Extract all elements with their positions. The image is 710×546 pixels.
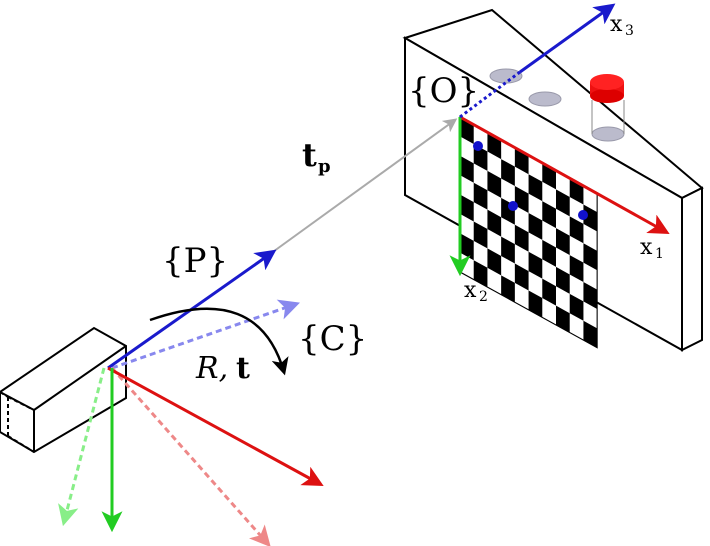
x2-axis-label-main: x [464, 278, 477, 303]
checkerboard-square [473, 260, 488, 288]
checkerboard-square [555, 305, 570, 333]
checkerboard-square [542, 201, 556, 229]
frame-p-label: {P} [162, 241, 228, 281]
calibration-dot [473, 141, 483, 151]
target-box-side [681, 186, 703, 352]
checkerboard-square [528, 212, 543, 240]
checkerboard-square [487, 209, 502, 237]
x2-axis-label-sub: 2 [479, 289, 488, 305]
frame-o-label: {O} [408, 71, 479, 111]
checkerboard-square [583, 243, 598, 271]
rotation-label: R, [195, 351, 228, 386]
checkerboard-square [569, 293, 584, 321]
camera-box [0, 326, 127, 454]
camera-y-axis-arrow [58, 367, 106, 527]
red-marker-button [590, 74, 624, 103]
checkerboard-square [528, 251, 543, 279]
checkerboard-square [501, 159, 515, 187]
checkerboard-square [555, 266, 570, 294]
projector-x-axis-arrow [107, 366, 324, 487]
translation-vector-arrow [269, 118, 458, 255]
checkerboard-square [514, 263, 529, 291]
checkerboard-square [583, 282, 598, 309]
checkerboard-square [528, 174, 543, 202]
x1-axis-arrow [459, 115, 670, 235]
rotation-arc-arrow [149, 307, 289, 376]
checkerboard-square [473, 182, 488, 210]
checkerboard-square [460, 233, 474, 261]
checkerboard-square [528, 290, 543, 318]
checkerboard-square [501, 275, 515, 303]
x3-axis-label-sub: 3 [625, 23, 634, 39]
checkerboard-square [542, 239, 556, 267]
camera-x-axis-arrow [110, 367, 271, 546]
checkerboard-square [555, 228, 570, 256]
x1-axis-label-main: x [640, 235, 653, 260]
marker-disc [591, 126, 625, 142]
checkerboard-square [487, 248, 502, 276]
checkerboard-square [583, 204, 598, 232]
checkerboard-square [487, 170, 502, 198]
frame-c-label: {C} [298, 319, 367, 359]
camera-z-axis-arrow [111, 299, 300, 370]
checkerboard-square [501, 236, 515, 264]
checkerboard-square [514, 186, 529, 213]
checkerboard-square [460, 155, 474, 183]
checkerboard-square [569, 255, 584, 283]
checkerboard-square [555, 189, 570, 217]
translation-t-label: t [236, 351, 250, 386]
x3-axis-hidden-segment [459, 70, 521, 119]
checkerboard-square [583, 320, 598, 348]
translation-label-sub: p [318, 156, 331, 177]
x1-axis-label-sub: 1 [655, 246, 664, 262]
x3-axis-label-main: x [610, 12, 623, 37]
marker-disc [528, 91, 562, 107]
checkerboard-square [473, 221, 488, 249]
checkerboard-square [460, 194, 474, 222]
checkerboard-square [514, 224, 529, 252]
x3-axis-arrow [519, 3, 616, 74]
marker-disc [489, 68, 523, 84]
checkerboard-square [542, 278, 556, 306]
checkerboard-square [569, 216, 584, 244]
translation-label-main: t [302, 136, 317, 174]
calibration-dot [508, 201, 518, 211]
calibration-dot [578, 210, 588, 220]
